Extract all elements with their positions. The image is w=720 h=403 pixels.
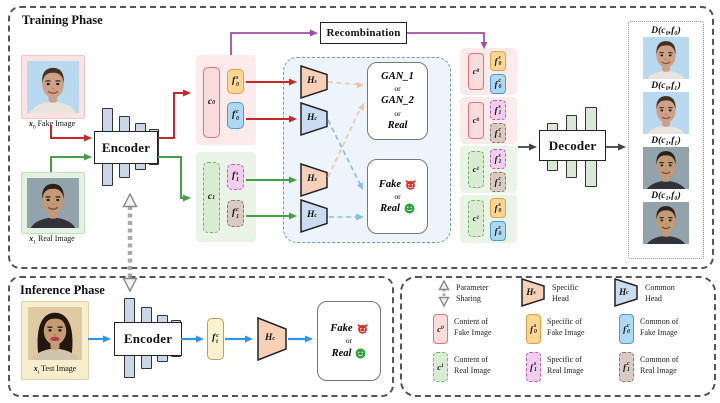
decoded-outputs-box: D(c₀,f₀) D(c₀,f₁) D(c₁,f₁) D(c₁,f₀): [628, 21, 704, 259]
output-face-image: [643, 147, 689, 189]
output-label: D(c₀,f₁): [651, 81, 681, 91]
devil-icon: [405, 179, 416, 190]
output-face-image: [643, 202, 689, 244]
output-face-image: [643, 37, 689, 79]
training-phase-panel: [8, 6, 714, 269]
legend-c0-label: Content of Fake Image: [454, 317, 492, 337]
fake-face-image: [27, 61, 79, 113]
output-label: D(c₀,f₀): [651, 26, 681, 36]
test-face-image: [28, 307, 82, 360]
output-item: D(c₁,f₁): [643, 135, 689, 190]
output-item: D(c₀,f₁): [643, 80, 689, 135]
legend-parameter-sharing-label: Parameter Sharing: [456, 283, 489, 303]
output-item: D(c₀,f₀): [643, 25, 689, 80]
test-input-image-card: xt Test Image: [21, 301, 89, 380]
legend-f0s-label: Specific of Fake Image: [547, 317, 585, 337]
smiley-icon: [355, 348, 366, 359]
fake-input-image-card: [21, 55, 85, 119]
inference-phase-title: Inference Phase: [20, 283, 105, 297]
legend-common-head-label: Common Head: [645, 283, 675, 303]
output-label: D(c₁,f₀): [651, 191, 681, 201]
fake-input-caption: x0 Fake Image: [28, 119, 76, 131]
real-face-image: [27, 178, 79, 228]
x0-symbol: x0: [28, 119, 36, 131]
xt-symbol: xt: [33, 364, 40, 376]
decoder-box: Decoder: [539, 130, 606, 161]
x1-symbol: x1: [29, 234, 37, 246]
inference-encoder-box: Encoder: [114, 322, 182, 356]
gan1-label: GAN_1: [381, 70, 414, 82]
inference-phase-panel: [8, 276, 394, 397]
legend-f1c-label: Common of Real Image: [640, 355, 679, 375]
gan-result-box: GAN_1 or GAN_2 or Real: [367, 62, 428, 140]
legend-f0c-label: Common of Fake Image: [640, 317, 679, 337]
inference-fake-real-box: Fake or Real: [317, 301, 381, 381]
smiley-icon: [404, 203, 415, 214]
output-item: D(c₁,f₀): [643, 190, 689, 245]
training-phase-title: Training Phase: [22, 13, 103, 27]
gan-real-label: Real: [387, 120, 408, 132]
test-input-caption: xt Test Image: [33, 364, 77, 376]
encoder-box: Encoder: [94, 131, 158, 164]
legend-f1s-label: Specific of Real Image: [547, 355, 584, 375]
legend-panel: [400, 276, 716, 397]
recombination-box: Recombination: [320, 22, 407, 44]
legend-c1-label: Content of Real Image: [454, 355, 491, 375]
fake-real-result-box: Fake or Real: [367, 159, 428, 234]
legend-specific-head-label: Specific Head: [552, 283, 579, 303]
real-input-image-card: [21, 172, 85, 234]
devil-icon: [357, 323, 368, 334]
real-input-caption: x1 Real Image: [29, 234, 75, 246]
gan2-label: GAN_2: [381, 95, 414, 107]
output-face-image: [643, 92, 689, 134]
output-label: D(c₁,f₁): [651, 136, 681, 146]
